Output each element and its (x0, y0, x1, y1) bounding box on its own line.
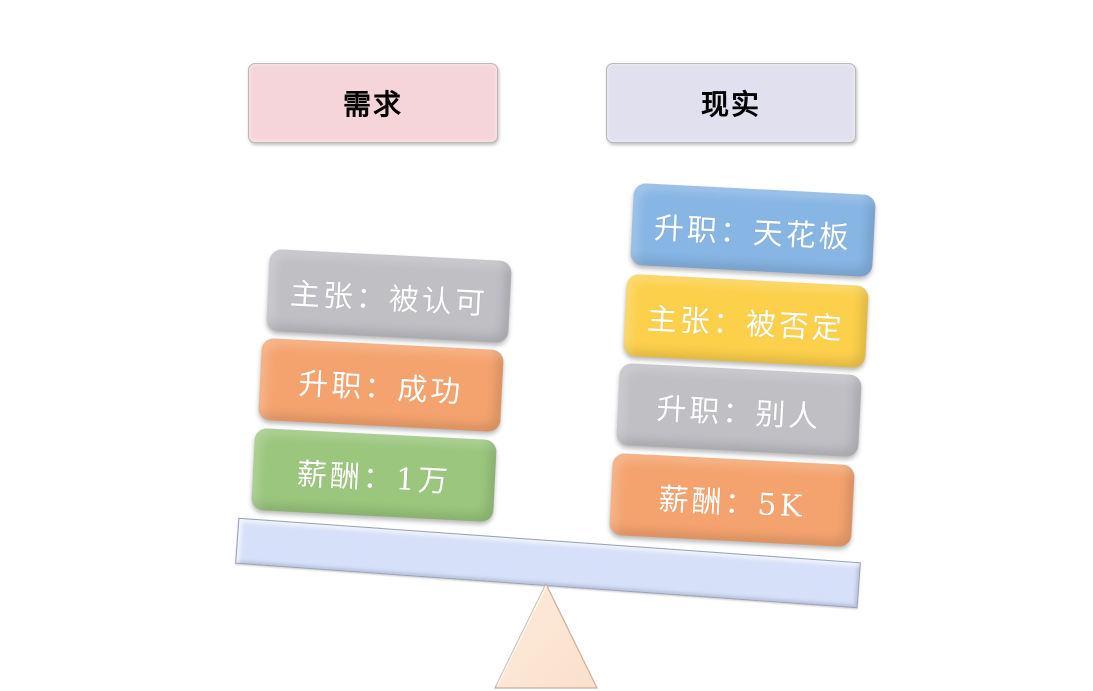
reality-header: 现实 (606, 63, 856, 143)
demand-block-recognition: 主张：被认可 (266, 248, 512, 344)
reality-block-ceiling: 升职：天花板 (630, 182, 876, 278)
block-label: 升职：天花板 (653, 211, 853, 256)
demand-block-salary: 薪酬：1万 (251, 427, 497, 523)
block-label: 主张：被否定 (646, 302, 846, 347)
block-label: 主张：被认可 (289, 277, 489, 322)
reality-header-label: 现实 (700, 88, 761, 121)
demand-block-promotion: 升职：成功 (258, 337, 504, 433)
demand-header-label: 需求 (342, 88, 403, 121)
fulcrum-triangle (494, 582, 598, 689)
reality-block-salary: 薪酬：5K (609, 452, 855, 548)
demand-header: 需求 (248, 63, 498, 143)
block-label: 薪酬：5K (657, 482, 806, 525)
reality-block-rejected: 主张：被否定 (623, 273, 869, 369)
block-label: 薪酬：1万 (295, 457, 452, 500)
block-label: 升职：别人 (655, 391, 823, 436)
block-label: 升职：成功 (297, 366, 465, 411)
reality-block-others-promoted: 升职：别人 (616, 362, 862, 458)
